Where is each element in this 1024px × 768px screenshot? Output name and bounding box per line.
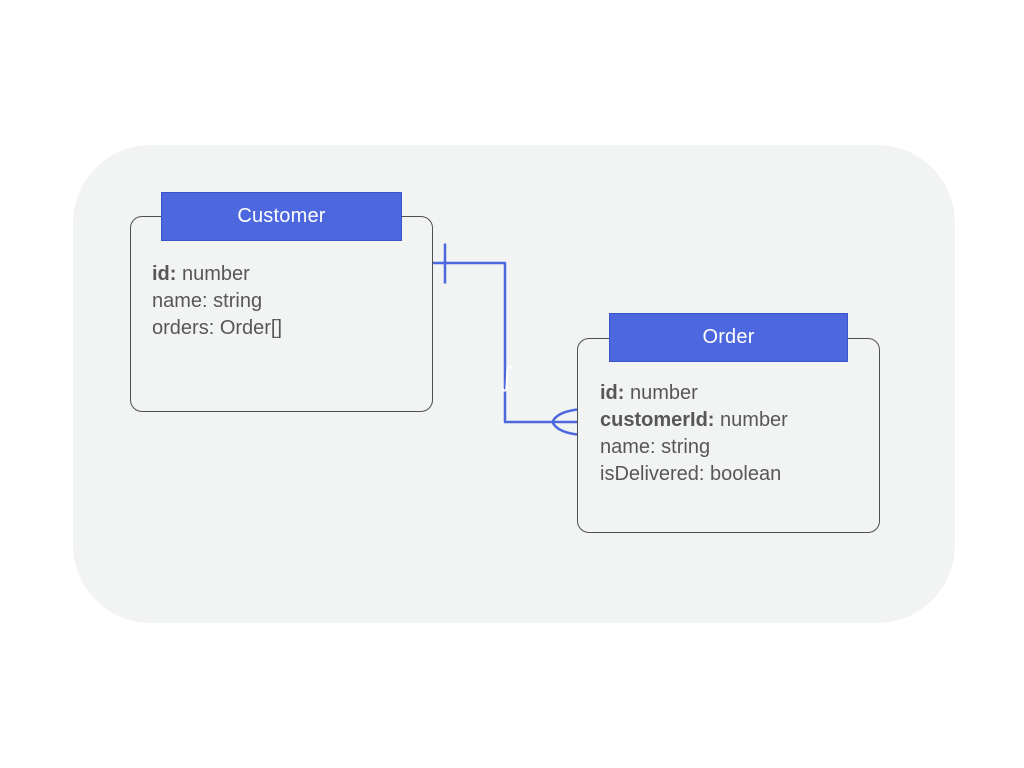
field-key: isDelivered: bbox=[600, 463, 711, 485]
field-key: name: bbox=[600, 436, 662, 458]
entity-order-title: Order bbox=[702, 326, 755, 348]
field-type: number bbox=[630, 382, 698, 404]
field-type: Order[] bbox=[219, 317, 283, 339]
field-type: number bbox=[720, 409, 788, 431]
entity-field-row: id: number bbox=[600, 380, 788, 407]
entity-field-row: customerId: number bbox=[600, 407, 788, 434]
entity-customer-title: Customer bbox=[237, 205, 326, 227]
field-key: customerId: bbox=[600, 409, 721, 431]
entity-field-row: id: number bbox=[152, 261, 282, 288]
field-key: name: bbox=[152, 290, 214, 312]
field-key: orders: bbox=[152, 317, 220, 339]
entity-customer-header: Customer bbox=[161, 192, 402, 241]
field-key: id: bbox=[152, 263, 182, 285]
entity-field-row: name: string bbox=[152, 288, 282, 315]
field-type: string bbox=[661, 436, 711, 458]
field-type: number bbox=[182, 263, 250, 285]
field-type: string bbox=[213, 290, 263, 312]
entity-field-row: orders: Order[] bbox=[152, 315, 282, 342]
entity-field-row: isDelivered: boolean bbox=[600, 461, 788, 488]
entity-order-header: Order bbox=[609, 313, 848, 362]
entity-field-row: name: string bbox=[600, 434, 788, 461]
field-key: id: bbox=[600, 382, 630, 404]
field-type: boolean bbox=[710, 463, 782, 485]
